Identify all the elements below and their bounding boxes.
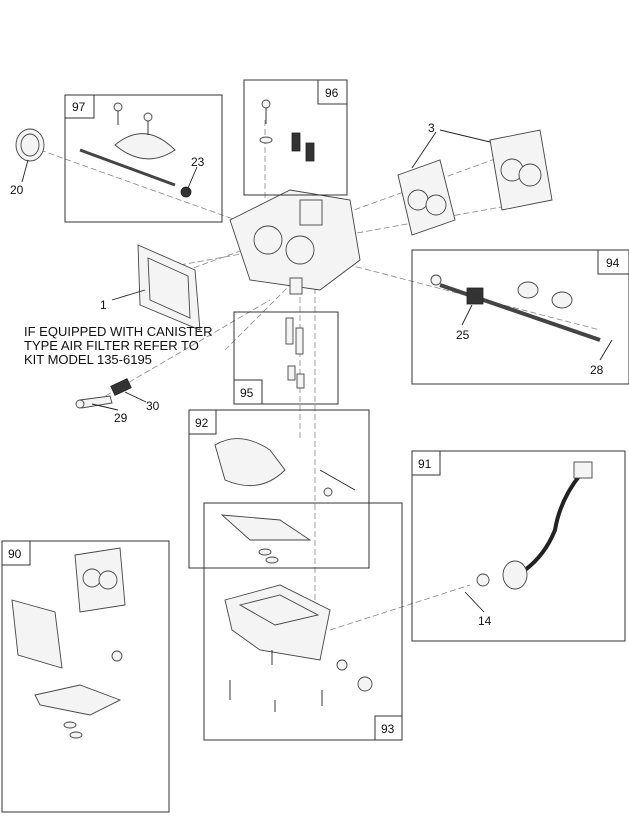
kit-92-label: 92 — [195, 416, 209, 430]
kit-91-label: 91 — [418, 457, 432, 471]
kit-90-label: 90 — [8, 547, 22, 561]
carburetor-body — [229, 189, 361, 295]
kit-90: 90 — [1, 540, 170, 813]
kit-93-label: 93 — [381, 722, 395, 736]
callout-25: 25 — [456, 328, 470, 342]
note-line-2: TYPE AIR FILTER REFER TO — [24, 338, 199, 353]
callout-3: 3 — [428, 121, 435, 135]
gasket-1 — [137, 244, 201, 331]
callout-20: 20 — [10, 183, 24, 197]
kit-94: 94 — [411, 249, 629, 385]
kit-96-label: 96 — [325, 86, 339, 100]
kit-94-label: 94 — [606, 256, 620, 270]
kit-96: 96 — [243, 79, 348, 196]
kit-97-label: 97 — [72, 100, 86, 114]
kit-93: 93 — [203, 502, 403, 741]
kit-92: 92 — [188, 409, 370, 569]
callout-29: 29 — [114, 411, 128, 425]
callout-14: 14 — [478, 614, 492, 628]
ring-20 — [15, 128, 45, 162]
note-line-3: KIT MODEL 135-6195 — [24, 352, 152, 367]
note-line-1: IF EQUIPPED WITH CANISTER — [24, 324, 213, 339]
canister-air-filter-note: IF EQUIPPED WITH CANISTER TYPE AIR FILTE… — [24, 324, 213, 367]
kit-95: 95 — [233, 311, 339, 405]
kit-91: 91 — [411, 450, 626, 642]
callout-28: 28 — [590, 363, 604, 377]
kit-97: 97 — [64, 94, 223, 223]
kit-95-label: 95 — [240, 386, 254, 400]
callout-23: 23 — [191, 155, 205, 169]
screw-29 — [75, 378, 132, 409]
gasket-3 — [397, 129, 553, 236]
alignment-lines — [39, 120, 601, 640]
callout-1: 1 — [100, 298, 107, 312]
callout-leaders — [21, 129, 613, 613]
callout-30: 30 — [146, 399, 160, 413]
